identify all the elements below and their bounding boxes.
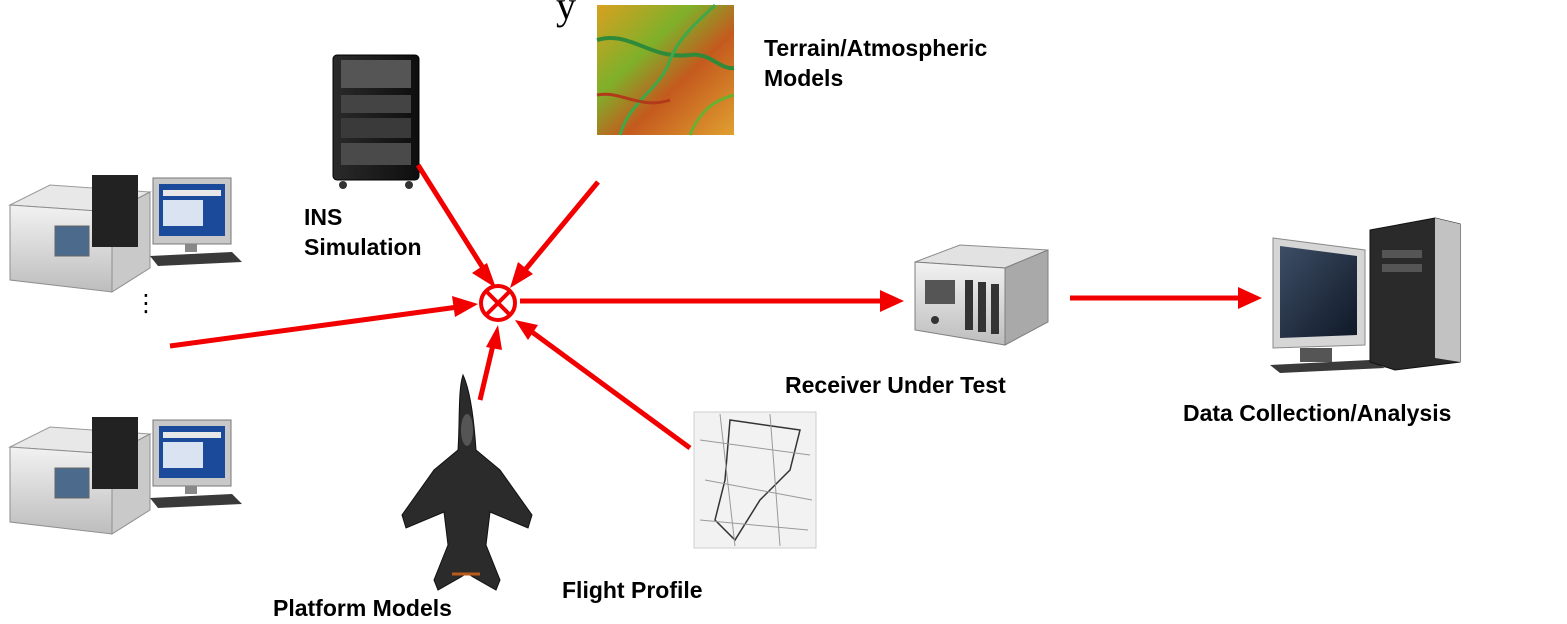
arrow-flight-to-combiner-head (515, 320, 538, 340)
fighter-jet-icon (401, 373, 533, 591)
ins-simulation-label: INS Simulation (304, 202, 422, 262)
gps-receiver-icon (914, 244, 1049, 346)
summing-junction-icon (479, 284, 517, 322)
flight-profile-label: Flight Profile (562, 575, 703, 605)
arrow-combiner-to-receiver-head (880, 290, 904, 312)
ins-label-line1: INS (304, 204, 343, 230)
ins-rack-unit-icon (332, 54, 420, 189)
data-collection-label-text: Data Collection/Analysis (1183, 400, 1452, 426)
ellipsis-glyph: ⋮ (134, 289, 158, 317)
ins-label-line2: Simulation (304, 234, 422, 260)
arrow-receiver-to-analysis-head (1238, 287, 1262, 309)
flight-profile-label-text: Flight Profile (562, 577, 703, 603)
arrow-platform-to-combiner (477, 344, 496, 401)
desktop-computer-icon (1270, 217, 1461, 373)
terrain-label-line1: Terrain/Atmospheric (764, 35, 988, 61)
data-collection-analysis-label: Data Collection/Analysis (1183, 398, 1451, 428)
arrow-platform-to-combiner-head (486, 325, 502, 350)
terrain-map-icon (596, 3, 735, 136)
terrain-atmospheric-label: Terrain/Atmospheric Models (764, 33, 987, 93)
arrow-simulators-to-combiner (169, 304, 459, 349)
top-partial-title-glyph: y (556, 0, 576, 28)
vertical-ellipsis: ⋮ (134, 291, 158, 346)
signal-simulator-workstation-icon (8, 417, 242, 535)
arrow-ins-to-combiner-head (472, 263, 496, 288)
platform-models-label-text: Platform Models (273, 595, 452, 621)
arrow-ins-to-combiner (415, 163, 486, 270)
signal-simulator-workstation-icon (8, 175, 242, 293)
arrow-terrain-to-combiner-head (510, 262, 533, 288)
receiver-label-text: Receiver Under Test (785, 372, 1006, 398)
receiver-under-test-label: Receiver Under Test (785, 370, 1006, 400)
terrain-label-line2: Models (764, 65, 844, 91)
signal-arrows (169, 163, 1262, 451)
arrow-simulators-to-combiner-head (452, 296, 478, 317)
arrow-terrain-to-combiner (523, 180, 600, 272)
arrow-flight-to-combiner (530, 329, 692, 451)
flight-profile-map-icon (693, 411, 817, 549)
platform-models-label: Platform Models (273, 593, 452, 623)
